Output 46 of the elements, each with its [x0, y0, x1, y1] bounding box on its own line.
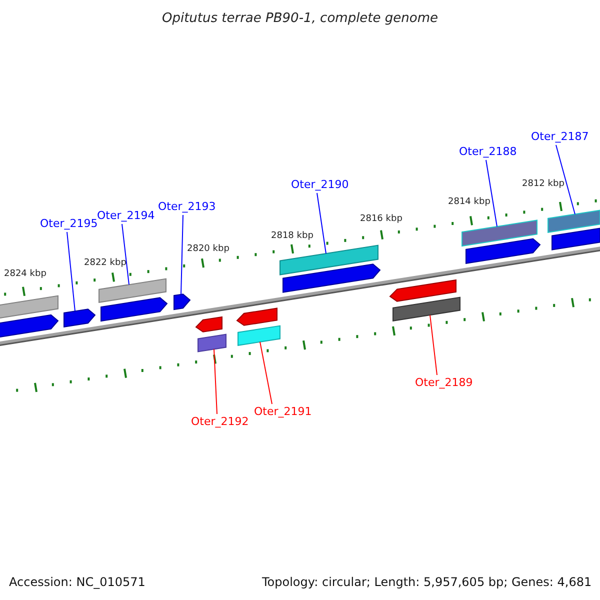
scale-label: 2816 kbp: [360, 215, 402, 224]
gene-label: Oter_2188: [459, 146, 517, 157]
gene-label: Oter_2193: [158, 201, 216, 212]
pointed-gene-block: [389, 279, 456, 302]
pointed-gene-block: [174, 294, 191, 310]
scale-label: 2822 kbp: [84, 259, 126, 268]
leader-line: [316, 192, 326, 254]
gene-label: Oter_2192: [191, 416, 249, 427]
gene-bar: [552, 228, 600, 250]
gene-bar: [198, 334, 226, 352]
pointed-gene-block: [0, 314, 59, 338]
leader-line: [180, 214, 184, 295]
pointed-gene-block: [64, 308, 96, 328]
gene-bar: [280, 244, 378, 276]
gene-label: Oter_2194: [97, 210, 155, 221]
pointed-gene-block: [195, 316, 222, 332]
gene-label: Oter_2187: [531, 131, 589, 142]
gene-label: Oter_2190: [291, 179, 349, 190]
scale-label: 2824 kbp: [4, 270, 46, 279]
leader-line: [430, 314, 438, 376]
leader-line: [486, 160, 498, 227]
scale-label: 2820 kbp: [187, 245, 230, 254]
leader-line: [66, 232, 76, 312]
genome-summary-text: Topology: circular; Length: 5,957,605 bp; Genes: 4,681: [262, 576, 592, 588]
leader-line: [260, 341, 272, 404]
scale-label: 2812 kbp: [522, 180, 564, 189]
accession-text: Accession: NC_010571: [9, 576, 146, 588]
pointed-gene-block: [466, 238, 541, 264]
gene-label: Oter_2195: [40, 218, 98, 229]
pointed-gene-block: [100, 297, 168, 322]
leader-line: [556, 144, 576, 215]
gene-label: Oter_2191: [254, 406, 312, 417]
scale-label: 2814 kbp: [448, 198, 490, 207]
leader-line: [214, 348, 218, 414]
gene-bar: [392, 296, 460, 322]
pointed-gene-block: [282, 264, 381, 293]
diagram-title: Opitutus terrae PB90-1, complete genome: [162, 12, 438, 25]
leader-line: [122, 224, 130, 286]
pointed-gene-block: [236, 308, 278, 326]
gene-bar: [462, 220, 538, 247]
gene-bar: [0, 295, 58, 320]
scale-label: 2818 kbp: [271, 232, 314, 241]
gene-bar: [98, 278, 166, 303]
gene-bar: [548, 210, 600, 233]
gene-label: Oter_2189: [415, 377, 473, 388]
gene-bar: [238, 325, 280, 346]
